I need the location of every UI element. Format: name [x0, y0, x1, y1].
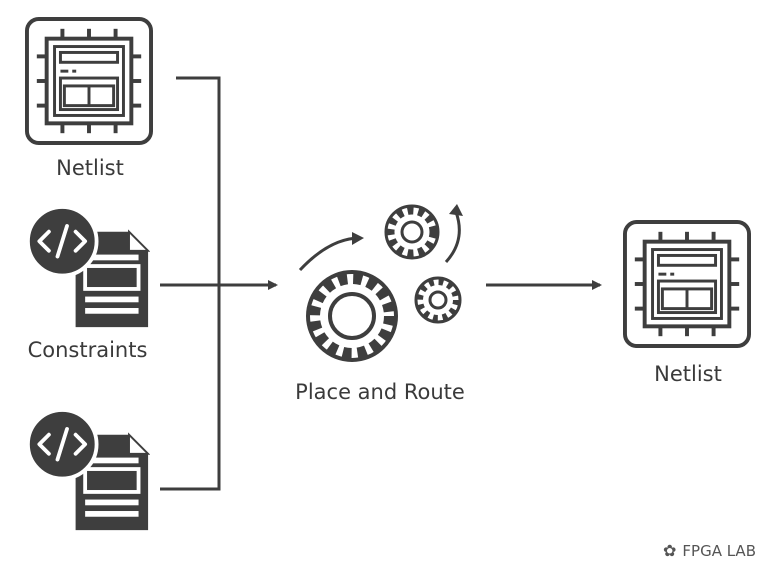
input-constraints-label: Constraints: [27, 338, 148, 362]
code-document-icon: [26, 408, 150, 532]
watermark: ✿ FPGA LAB: [663, 541, 756, 560]
output-netlist-label: Netlist: [654, 362, 722, 386]
process-label: Place and Route: [295, 380, 465, 404]
input-connectors: [160, 76, 221, 491]
chip-icon: [25, 17, 153, 145]
chip-icon: [623, 220, 751, 348]
wechat-icon: ✿: [663, 541, 677, 560]
input-netlist-label: Netlist: [56, 156, 124, 180]
watermark-text: FPGA LAB: [682, 541, 756, 560]
gears-icon: [298, 204, 463, 362]
code-document-icon: [26, 205, 150, 329]
